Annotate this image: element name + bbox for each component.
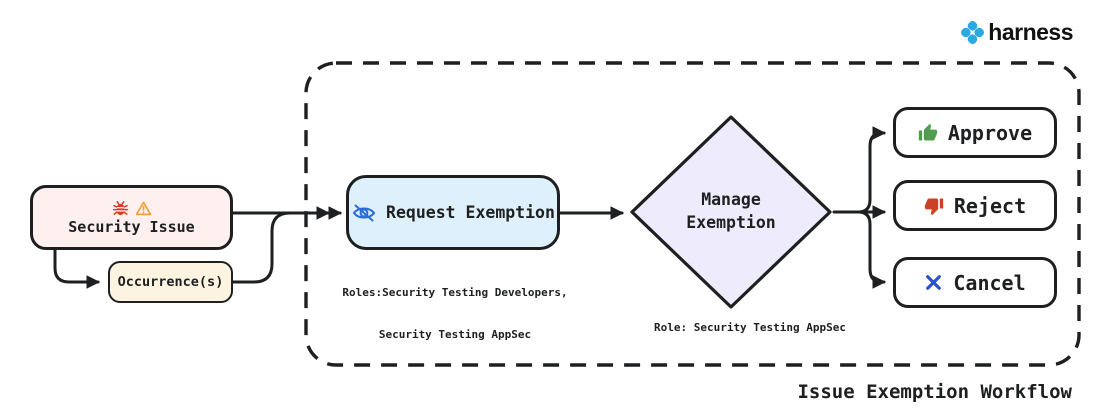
manage-exemption-diamond	[630, 115, 832, 309]
harness-logo: harness	[959, 19, 1073, 46]
node-cancel: Cancel	[893, 257, 1057, 308]
manage-exemption-label: Manage Exemption	[656, 188, 806, 234]
workflow-title: Issue Exemption Workflow	[797, 381, 1072, 403]
occurrences-label: Occurrence(s)	[117, 274, 224, 290]
warning-icon	[135, 201, 151, 215]
request-exemption-roles-caption: Roles:Security Testing Developers, Secur…	[333, 258, 577, 370]
harness-clover-icon	[961, 21, 985, 44]
edge-manage-to-approve	[856, 126, 887, 214]
brand-name: harness	[988, 19, 1073, 45]
security-issue-icons	[112, 199, 152, 217]
roles-line-1: Roles:Security Testing Developers,	[342, 286, 568, 299]
edge-manage-to-cancel	[856, 210, 887, 289]
node-occurrences: Occurrence(s)	[108, 261, 233, 303]
manage-exemption-role-caption: Role: Security Testing AppSec	[653, 321, 847, 334]
manage-exemption-label-line-1: Manage	[701, 190, 761, 209]
reject-label: Reject	[953, 193, 1027, 218]
thumb-up-icon	[918, 123, 938, 140]
manage-exemption-label-line-2: Exemption	[686, 213, 776, 232]
node-reject: Reject	[893, 180, 1057, 231]
security-issue-label: Security Issue	[68, 218, 195, 236]
node-security-issue: Security Issue	[30, 185, 233, 250]
x-icon	[926, 275, 942, 290]
thumb-down-icon	[924, 198, 944, 215]
node-request-exemption: Request Exemption	[346, 175, 560, 250]
request-exemption-label: Request Exemption	[386, 203, 555, 222]
bug-icon	[112, 200, 128, 215]
edge-occurrences-to-request	[231, 206, 343, 284]
roles-line-2: Security Testing AppSec	[378, 328, 532, 341]
eye-off-icon	[352, 204, 376, 221]
cancel-label: Cancel	[953, 270, 1026, 295]
edge-security-to-occurrences	[53, 248, 101, 289]
approve-label: Approve	[947, 120, 1033, 145]
node-approve: Approve	[893, 107, 1057, 158]
